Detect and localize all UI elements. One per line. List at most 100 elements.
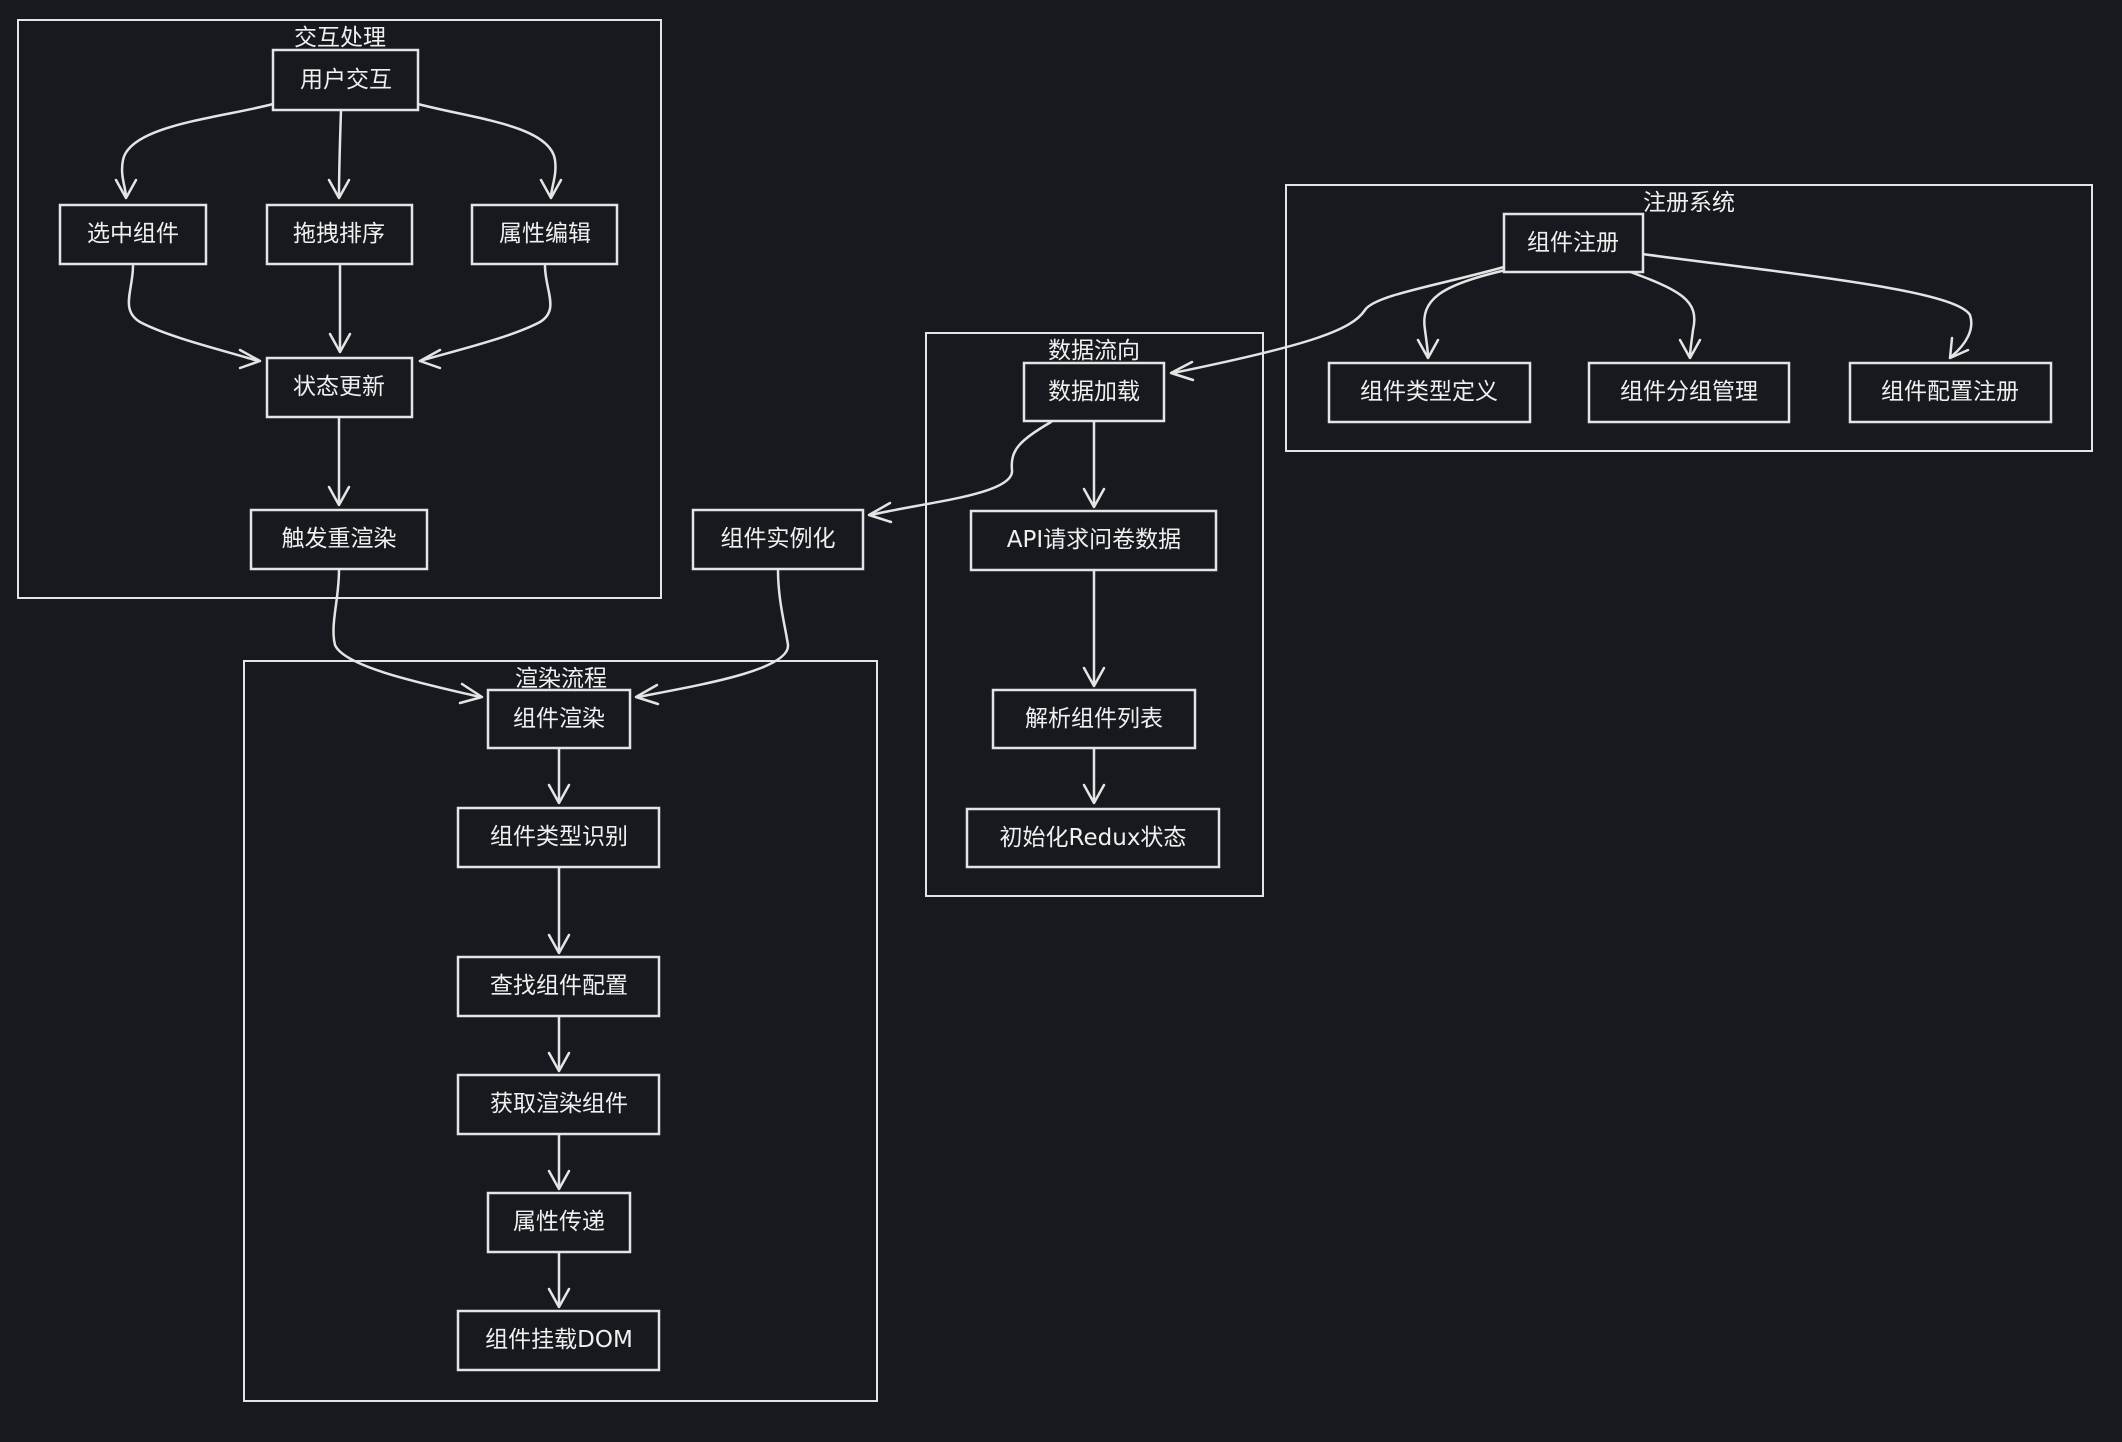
node-data-load-label: 数据加载: [1048, 379, 1140, 405]
node-data-load-box[interactable]: [1022, 361, 1166, 423]
node-type-identify-label: 组件类型识别: [490, 824, 628, 850]
node-api-request-label: API请求问卷数据: [1007, 527, 1181, 553]
arrowhead: [1948, 336, 1970, 360]
arrowhead: [547, 933, 571, 955]
node-init-redux-label: 初始化Redux状态: [1000, 825, 1187, 851]
arrowhead: [238, 348, 262, 370]
arrowhead: [547, 1287, 571, 1309]
edge-edit-to-state: [418, 264, 552, 363]
node-property-edit[interactable]: 属性编辑: [470, 203, 619, 266]
node-user-interaction[interactable]: 用户交互: [271, 48, 420, 112]
arrowhead: [539, 178, 563, 200]
node-select-component[interactable]: 选中组件: [58, 203, 208, 266]
edge-load-to-instantiate: [869, 420, 1053, 517]
node-config-register[interactable]: 组件配置注册: [1848, 361, 2053, 424]
edge-rerender-to-render: [332, 568, 482, 699]
node-trigger-rerender[interactable]: 触发重渲染: [249, 508, 429, 571]
edge-register-to-config: [1640, 252, 1973, 358]
edge-register-to-group: [1623, 268, 1696, 358]
node-property-edit-box[interactable]: [470, 203, 619, 266]
node-drag-sort[interactable]: 拖拽排序: [265, 203, 414, 266]
arrowhead: [1082, 666, 1106, 688]
node-user-interaction-box[interactable]: [271, 48, 420, 112]
node-state-update[interactable]: 状态更新: [265, 356, 414, 419]
node-drag-sort-label: 拖拽排序: [293, 221, 385, 247]
arrowhead: [547, 783, 571, 805]
node-component-render-label: 组件渲染: [513, 706, 605, 732]
node-get-render-component-box[interactable]: [456, 1073, 661, 1136]
node-data-load[interactable]: 数据加载: [1022, 361, 1166, 423]
arrowhead: [1082, 487, 1106, 509]
node-api-request[interactable]: API请求问卷数据: [969, 509, 1218, 572]
group-dataflow-frame: [925, 332, 1264, 897]
node-parse-list[interactable]: 解析组件列表: [991, 688, 1197, 750]
group-registry: 注册系统: [1285, 184, 2093, 452]
node-group-manage[interactable]: 组件分组管理: [1587, 361, 1791, 424]
node-component-register-box[interactable]: [1502, 212, 1645, 274]
node-component-instantiate-box[interactable]: [691, 508, 865, 571]
node-mount-dom-box[interactable]: [456, 1309, 661, 1372]
group-interaction-label: 交互处理: [294, 25, 386, 51]
node-component-register[interactable]: 组件注册: [1502, 212, 1645, 274]
edge-user-to-edit: [416, 102, 557, 198]
node-group-manage-box[interactable]: [1587, 361, 1791, 424]
node-prop-pass[interactable]: 属性传递: [486, 1191, 632, 1254]
edge-register-to-type: [1423, 268, 1508, 358]
group-dataflow-label: 数据流向: [1048, 338, 1140, 364]
node-mount-dom[interactable]: 组件挂载DOM: [456, 1309, 661, 1372]
edge-user-to-select: [120, 102, 275, 198]
group-registry-frame: [1285, 184, 2093, 452]
node-component-render-box[interactable]: [486, 688, 632, 750]
node-api-request-box[interactable]: [969, 509, 1218, 572]
arrowhead: [867, 501, 893, 524]
arrowhead: [328, 332, 352, 354]
node-select-component-box[interactable]: [58, 203, 208, 266]
node-config-register-label: 组件配置注册: [1881, 379, 2019, 405]
node-type-define[interactable]: 组件类型定义: [1327, 361, 1532, 424]
arrowhead: [114, 178, 138, 200]
node-prop-pass-box[interactable]: [486, 1191, 632, 1254]
node-parse-list-box[interactable]: [991, 688, 1197, 750]
edge-register-to-load: [1171, 265, 1506, 375]
arrowhead: [327, 485, 351, 507]
node-user-interaction-label: 用户交互: [300, 67, 392, 93]
arrowhead: [547, 1169, 571, 1191]
arrowhead: [634, 683, 660, 706]
group-interaction-frame: [17, 19, 662, 599]
arrowhead: [418, 348, 442, 370]
node-component-render[interactable]: 组件渲染: [486, 688, 632, 750]
node-config-register-box[interactable]: [1848, 361, 2053, 424]
arrowhead: [458, 682, 484, 705]
node-prop-pass-label: 属性传递: [513, 1209, 605, 1235]
node-type-define-label: 组件类型定义: [1360, 379, 1498, 405]
node-init-redux[interactable]: 初始化Redux状态: [965, 807, 1221, 869]
node-find-config[interactable]: 查找组件配置: [456, 955, 661, 1018]
node-state-update-box[interactable]: [265, 356, 414, 419]
nodes: 用户交互 选中组件 拖拽排序 属性编辑 状态更新 触发重渲染 组件实例化: [58, 48, 2053, 1372]
group-render-frame: [243, 660, 878, 1402]
node-parse-list-label: 解析组件列表: [1025, 706, 1163, 732]
node-component-instantiate-label: 组件实例化: [721, 526, 836, 552]
node-type-identify-box[interactable]: [456, 806, 661, 869]
node-find-config-box[interactable]: [456, 955, 661, 1018]
edge-instantiate-to-render: [636, 568, 790, 699]
node-drag-sort-box[interactable]: [265, 203, 414, 266]
node-get-render-component[interactable]: 获取渲染组件: [456, 1073, 661, 1136]
group-dataflow: 数据流向: [925, 332, 1264, 897]
group-interaction: 交互处理: [17, 19, 662, 599]
node-type-identify[interactable]: 组件类型识别: [456, 806, 661, 869]
node-select-component-label: 选中组件: [87, 221, 179, 247]
node-init-redux-box[interactable]: [965, 807, 1221, 869]
node-trigger-rerender-box[interactable]: [249, 508, 429, 571]
group-registry-label: 注册系统: [1643, 190, 1735, 216]
node-property-edit-label: 属性编辑: [499, 221, 591, 247]
node-state-update-label: 状态更新: [293, 374, 385, 400]
arrowhead: [547, 1051, 571, 1073]
group-render: 渲染流程: [243, 660, 878, 1402]
node-type-define-box[interactable]: [1327, 361, 1532, 424]
node-component-instantiate[interactable]: 组件实例化: [691, 508, 865, 571]
node-find-config-label: 查找组件配置: [490, 973, 628, 999]
arrowhead: [1416, 338, 1440, 360]
edge-select-to-state: [127, 264, 260, 363]
